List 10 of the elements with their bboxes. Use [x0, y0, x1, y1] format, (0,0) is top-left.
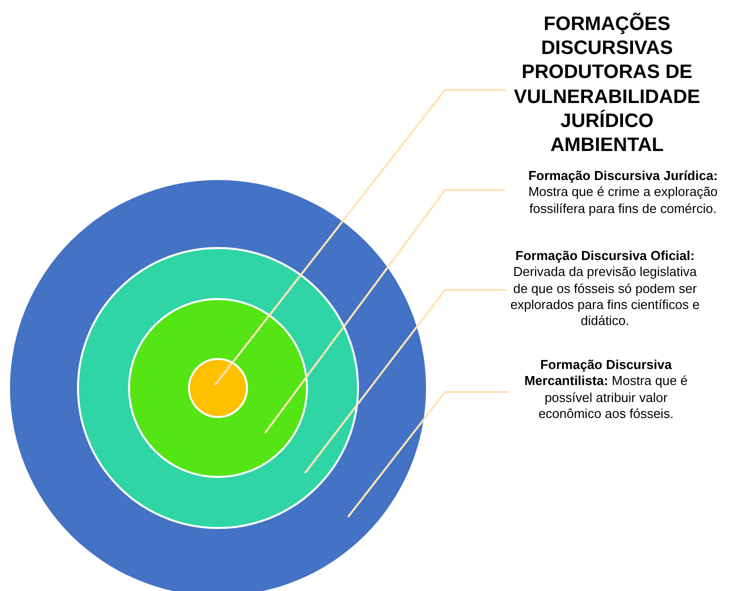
- description-text: Mostra que é crime a exploração fossilífera para fins de comércio.: [527, 184, 719, 217]
- leader-line: [304, 289, 507, 474]
- leader-line: [264, 189, 505, 434]
- title: FORMAÇÕES DISCURSIVAS PRODUTORAS DE VULNERABILIDADE JURÍDICO AMBIENTAL: [509, 12, 705, 158]
- leader-line: [347, 391, 509, 518]
- leader-line: [214, 89, 506, 386]
- heading: Formação Discursiva Oficial:: [514, 248, 696, 264]
- heading: Formação Discursiva Jurídica:: [527, 168, 719, 184]
- description-text: Derivada da previsão legislativa de que os fósseis só podem ser explorados para fins científicos e didático.: [510, 264, 700, 330]
- description-text: Formação Discursiva Mercantilista: Mostra que é possível atribuir valor econômico aos fósseis.: [512, 357, 700, 422]
